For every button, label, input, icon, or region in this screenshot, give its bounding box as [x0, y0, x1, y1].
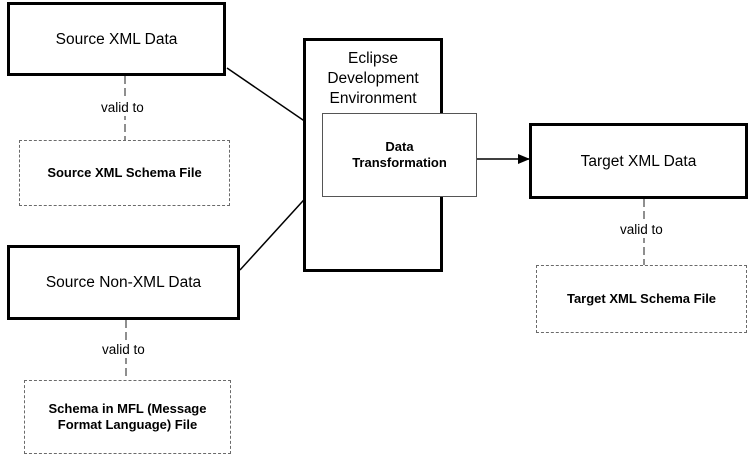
valid-to-label-target-xml: valid to — [618, 222, 665, 238]
target-xml-data-box: Target XML Data — [529, 123, 748, 199]
source-xml-data-box: Source XML Data — [7, 2, 226, 76]
source-xml-schema-box: Source XML Schema File — [19, 140, 230, 206]
target-xml-schema-label: Target XML Schema File — [566, 291, 717, 306]
valid-to-label-source-non-xml: valid to — [100, 342, 147, 358]
source-xml-data-label: Source XML Data — [55, 30, 178, 48]
data-transformation-label: Data Transformation — [352, 139, 447, 170]
mfl-schema-label: Schema in MFL (Message Format Language) … — [48, 401, 207, 432]
mfl-schema-box: Schema in MFL (Message Format Language) … — [24, 380, 231, 454]
eclipse-environment-title: Eclipse Development Environment — [327, 50, 419, 107]
source-non-xml-data-label: Source Non-XML Data — [45, 274, 202, 291]
source-xml-schema-label: Source XML Schema File — [47, 165, 202, 180]
target-xml-data-label: Target XML Data — [580, 152, 697, 170]
valid-to-label-source-xml: valid to — [99, 100, 146, 116]
data-transformation-box: Data Transformation — [322, 113, 477, 197]
source-non-xml-data-box: Source Non-XML Data — [7, 245, 240, 320]
target-xml-schema-box: Target XML Schema File — [536, 265, 747, 333]
